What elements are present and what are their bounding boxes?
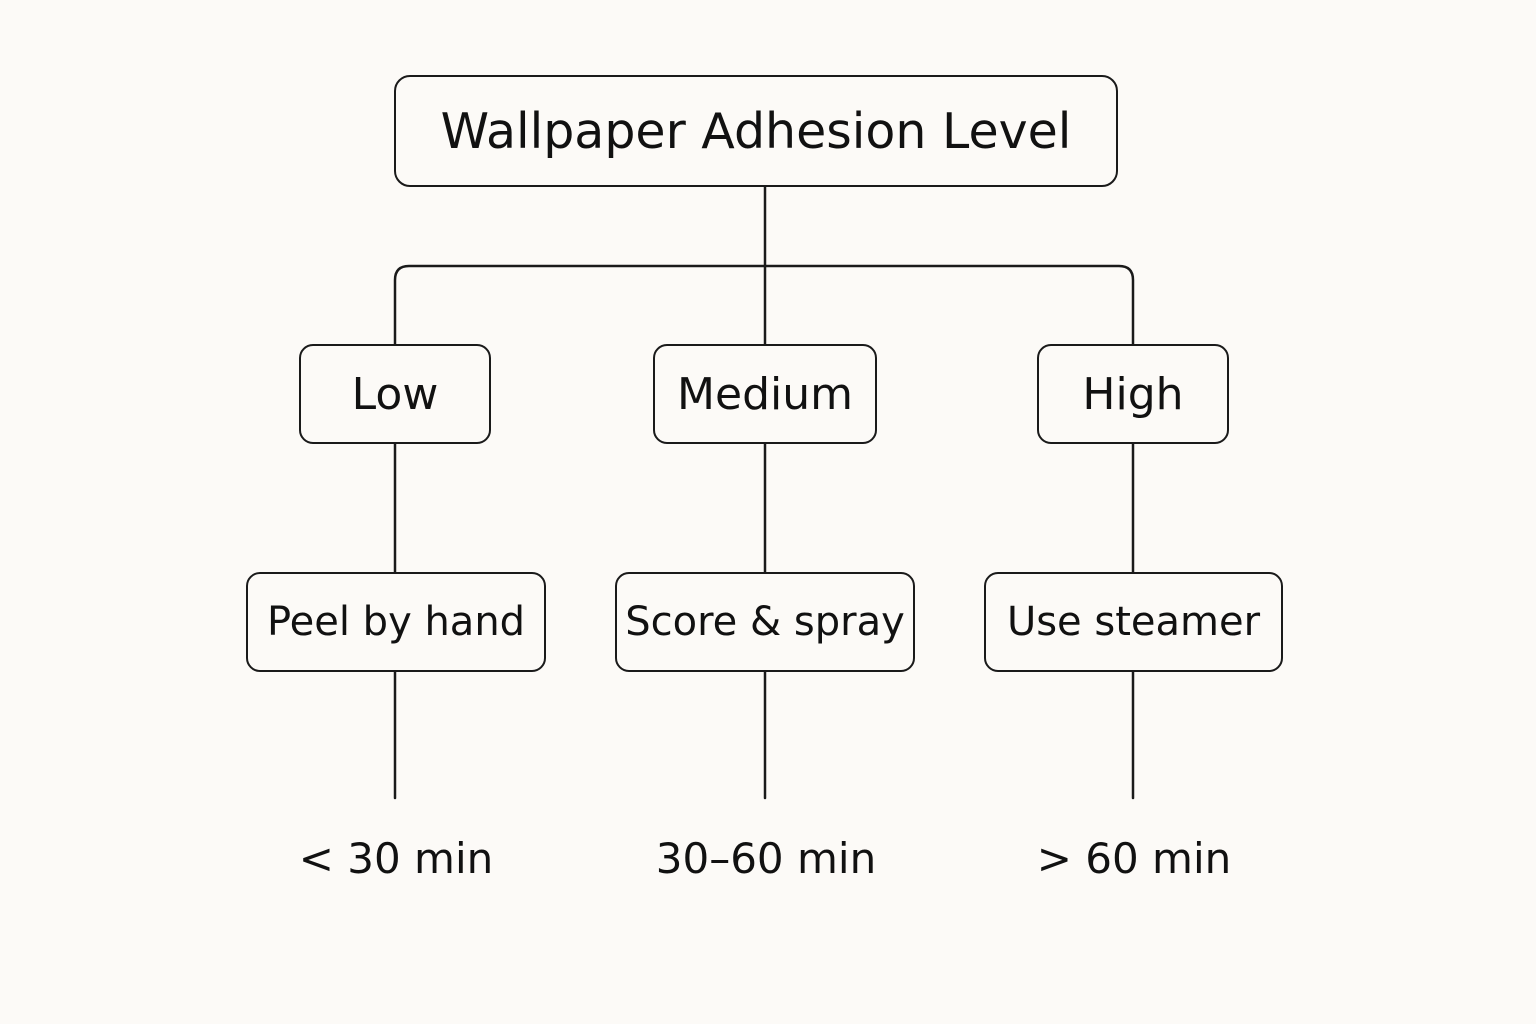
level-node-low: Low xyxy=(299,344,491,444)
time-label-low: < 30 min xyxy=(298,833,494,883)
level-label-low: Low xyxy=(351,368,439,420)
method-node-high: Use steamer xyxy=(984,572,1283,672)
root-label: Wallpaper Adhesion Level xyxy=(440,102,1072,160)
method-label-high: Use steamer xyxy=(1006,599,1261,645)
time-label-high: > 60 min xyxy=(1036,833,1232,883)
level-node-high: High xyxy=(1037,344,1229,444)
level-label-high: High xyxy=(1082,368,1184,420)
method-node-medium: Score & spray xyxy=(615,572,915,672)
method-label-medium: Score & spray xyxy=(625,599,905,645)
method-node-low: Peel by hand xyxy=(246,572,546,672)
level-node-medium: Medium xyxy=(653,344,877,444)
root-node: Wallpaper Adhesion Level xyxy=(394,75,1118,187)
time-label-medium: 30–60 min xyxy=(655,833,877,883)
level-label-medium: Medium xyxy=(677,368,853,420)
connector-branch-bar xyxy=(393,264,1135,346)
method-label-low: Peel by hand xyxy=(266,599,526,645)
